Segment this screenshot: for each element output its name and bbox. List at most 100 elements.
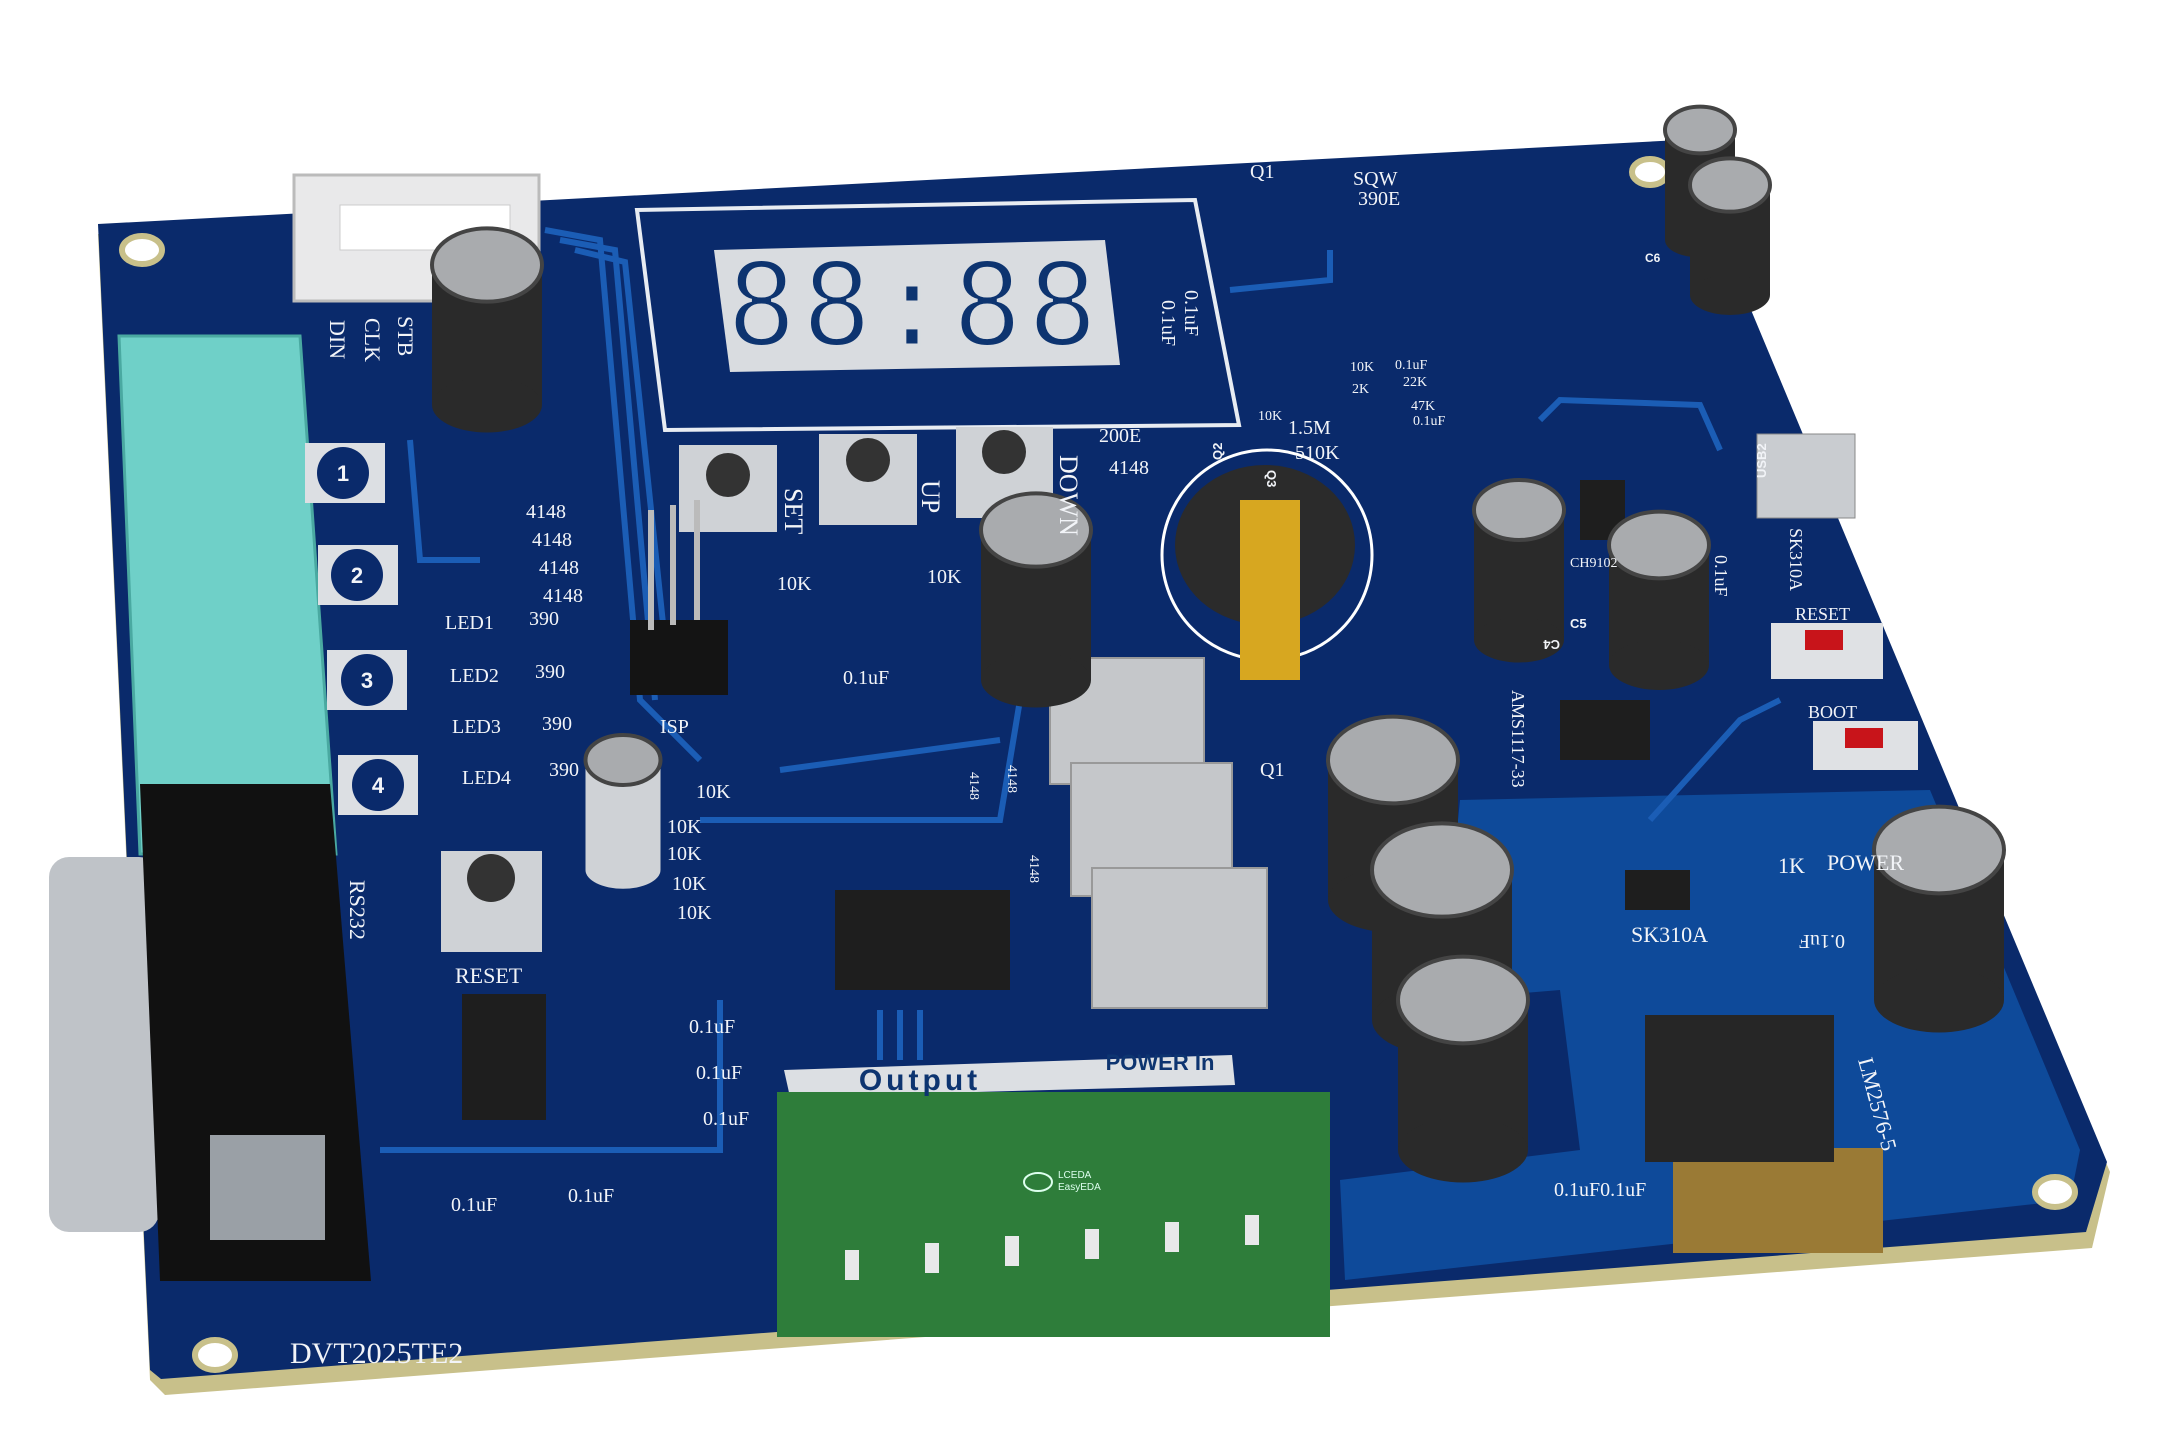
terminal-power-in-label: POWER In <box>1106 1050 1215 1075</box>
boot-label: BOOT <box>1808 702 1857 722</box>
diode-label: 4148 <box>532 529 572 551</box>
led-resistor: 390 <box>529 608 559 630</box>
resistor-label: 10K <box>677 902 712 924</box>
diode-label: 4148 <box>539 557 579 579</box>
diode-sk310a <box>1625 870 1690 910</box>
capacitors <box>430 104 2006 1183</box>
board-name: DVT2025TE2 <box>290 1337 463 1370</box>
electrolytic-capacitor <box>430 226 544 433</box>
display-frame <box>634 197 1242 433</box>
jst-connectors <box>1049 657 1268 1009</box>
lm2576-tab <box>1673 1148 1883 1253</box>
cap-label: 0.1uF <box>703 1108 749 1130</box>
logo-line1: LCEDA <box>1058 1170 1092 1181</box>
sk310a-power-label: SK310A <box>1631 922 1708 947</box>
cap-label: 0.1uF <box>451 1194 497 1216</box>
button-reset[interactable] <box>441 851 542 952</box>
db9-shell <box>49 857 159 1232</box>
logo-line2: EasyEDA <box>1058 1182 1101 1193</box>
cap-label: 0.1uF <box>568 1185 614 1207</box>
db9-bracket <box>210 1135 325 1240</box>
c5-label: C5 <box>1570 616 1587 631</box>
r2k-label: 2K <box>1352 382 1369 397</box>
display-digits: 88:88 <box>727 239 1103 373</box>
electrolytic-capacitor <box>1688 156 1772 315</box>
coin-cell-holder <box>1160 448 1374 680</box>
electrolytic-capacitor <box>1872 804 2006 1033</box>
set-label: SET <box>779 488 808 534</box>
cap-label: 0.1uF <box>689 1016 735 1038</box>
pin-header-teal <box>117 334 338 856</box>
r1k-label: 1K <box>1778 853 1805 878</box>
resistor-label: 10K <box>672 873 707 895</box>
ic-rs232 <box>462 994 546 1120</box>
isp-label: ISP <box>660 716 689 738</box>
led-resistor: 390 <box>549 759 579 781</box>
r22k-label: 22K <box>1403 375 1427 390</box>
button-boot[interactable] <box>1813 721 1918 770</box>
ams1117-label: AMS1117-33 <box>1508 690 1528 788</box>
ch9102-label: CH9102 <box>1570 556 1617 571</box>
r200e-label: 200E <box>1099 425 1141 447</box>
resistor-label: 10K <box>696 781 731 803</box>
led-label: LED4 <box>462 767 511 789</box>
reset-right-label: RESET <box>1795 604 1850 624</box>
diode-label: 4148 <box>1026 855 1041 883</box>
d4148-label: 4148 <box>1109 457 1149 479</box>
ic-soic-center <box>835 890 1010 990</box>
electrolytic-capacitor <box>1472 478 1566 663</box>
resistor-label: 10K <box>777 573 812 595</box>
reset-label: RESET <box>455 963 523 988</box>
r390e-label: 390E <box>1358 188 1400 210</box>
sqw-label: SQW <box>1353 168 1398 190</box>
button-reset-right[interactable] <box>1771 623 1883 679</box>
usb-port[interactable] <box>1756 433 1856 519</box>
easyeda-logo: LCEDA EasyEDA <box>1023 1170 1101 1193</box>
led-resistor: 390 <box>542 713 572 735</box>
c4-label: C4 <box>1543 637 1560 652</box>
cap-label: 0.1uF <box>1157 300 1179 346</box>
r10k-label: 10K <box>1350 360 1374 375</box>
terminal-pins <box>845 1215 1259 1280</box>
terminal-label-bar <box>784 1055 1235 1097</box>
channel-4: 4 <box>372 773 385 798</box>
diode-label: 4148 <box>543 585 583 607</box>
button-set[interactable] <box>679 445 777 532</box>
sk310a-label: SK310A <box>1786 528 1806 591</box>
diode-label: 4148 <box>966 772 981 800</box>
up-label: UP <box>916 480 945 513</box>
cap-label: 0.1uF <box>696 1062 742 1084</box>
q3-label: Q3 <box>1264 470 1279 487</box>
r47k-label: 47K <box>1411 399 1435 414</box>
cap-label: 0.1uF <box>1180 290 1202 336</box>
led-label: LED1 <box>445 612 494 634</box>
channel-3: 3 <box>361 668 373 693</box>
q2-label: Q2 <box>1210 443 1225 460</box>
down-label: DOWN <box>1054 455 1083 536</box>
terminal-block <box>777 1092 1330 1337</box>
q1-label: Q1 <box>1250 161 1274 183</box>
mounting-holes <box>119 156 2078 1373</box>
resistor-label: 10K <box>927 566 962 588</box>
isp-header <box>630 500 728 695</box>
channel-1: 1 <box>337 461 349 486</box>
label-clk: CLK <box>360 318 385 362</box>
r10k-label: 10K <box>1258 409 1282 424</box>
electrolytic-capacitor <box>979 491 1093 708</box>
label-din: DIN <box>325 320 350 359</box>
led-resistor: 390 <box>535 661 565 683</box>
rs232-label: RS232 <box>345 880 370 940</box>
led-label: LED3 <box>452 716 501 738</box>
led-label: LED2 <box>450 665 499 687</box>
power-led-label: POWER <box>1827 850 1904 875</box>
resistor-label: 10K <box>667 843 702 865</box>
r510k-label: 510K <box>1295 442 1340 464</box>
button-up[interactable] <box>819 434 917 525</box>
cap-label: 0.1uF <box>1799 930 1845 952</box>
label-stb: STB <box>393 316 418 356</box>
channel-2: 2 <box>351 563 363 588</box>
electrolytic-capacitor <box>1396 954 1530 1183</box>
r15m-label: 1.5M <box>1288 417 1331 439</box>
ic-ams1117 <box>1560 700 1650 760</box>
